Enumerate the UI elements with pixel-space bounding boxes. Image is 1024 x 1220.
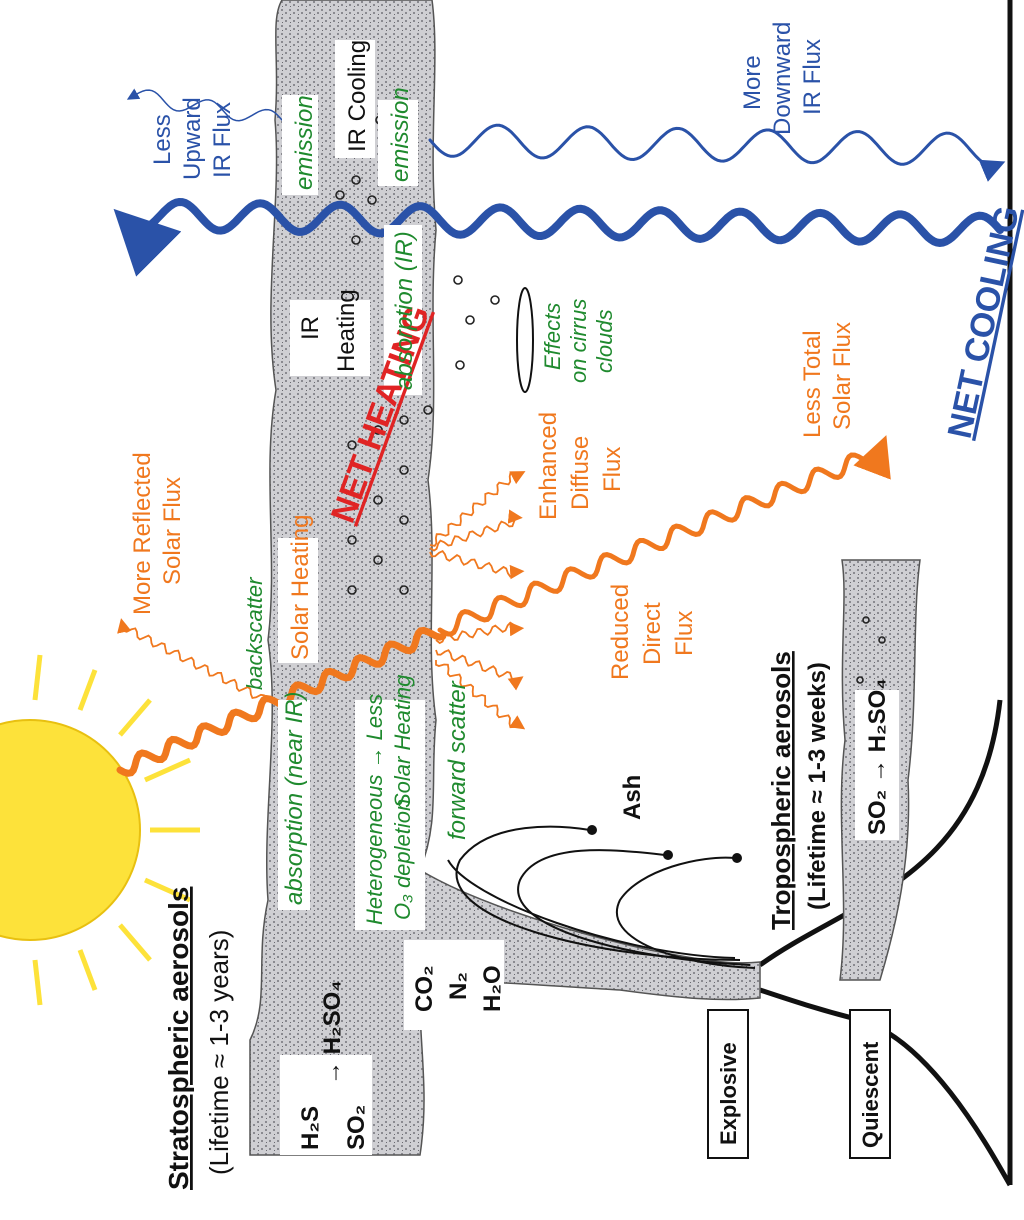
reflected-flux-label-1: More Reflected	[129, 452, 156, 615]
cirrus-label-1: Effects	[540, 303, 565, 370]
backscatter-label: backscatter	[242, 576, 267, 690]
stratospheric-title: Stratospheric aerosols	[163, 887, 194, 1190]
tropospheric-lifetime: (Lifetime ≈ 1-3 weeks)	[804, 662, 831, 910]
emission-label-1: emission	[291, 95, 318, 190]
total-flux-label-2: Solar Flux	[829, 322, 856, 430]
label-backgrounds	[278, 40, 899, 1155]
ir-heating-label-2: Heating	[333, 289, 360, 372]
emission-label-2: emission	[387, 87, 414, 182]
upward-ir-label-1: Less	[149, 114, 176, 165]
explosive-label: Explosive	[716, 1042, 741, 1145]
cirrus-label-3: clouds	[592, 309, 617, 373]
ash-trajectories	[447, 825, 756, 969]
direct-flux-label-2: Direct	[639, 602, 666, 665]
h2so4-label: → H₂SO₄	[319, 980, 346, 1085]
diffuse-flux-label-1: Enhanced	[535, 412, 562, 520]
ash-label: Ash	[619, 775, 646, 820]
o3-depletion-label: O₃ depletion	[390, 799, 415, 920]
tropospheric-title: Tropospheric aerosols	[766, 651, 796, 930]
heterogeneous-label: Heterogeneous → Less	[362, 694, 387, 925]
upward-ir-label-3: IR Flux	[209, 102, 236, 178]
ir-cooling-label: IR Cooling	[344, 40, 371, 152]
direct-flux-label-3: Flux	[671, 611, 698, 656]
h2s-label: H₂S	[297, 1106, 324, 1150]
diffuse-flux-label-2: Diffuse	[567, 436, 594, 510]
ash-particles-icon	[587, 825, 742, 863]
direct-flux-label-1: Reduced	[607, 584, 634, 680]
cirrus-label-2: on cirrus	[566, 299, 591, 383]
quiescent-box	[849, 1009, 891, 1159]
absorption-near-ir-label: absorption (near IR)	[281, 692, 308, 905]
n2-label: N₂	[445, 972, 472, 1000]
cirrus-cloud-icon	[516, 287, 534, 393]
co2-label: CO₂	[411, 965, 438, 1012]
diffuse-flux-label-3: Flux	[599, 447, 626, 492]
downward-ir-label-3: IR Flux	[799, 39, 826, 115]
quiescent-label: Quiescent	[858, 1041, 883, 1148]
reflected-flux-label-2: Solar Flux	[159, 477, 186, 585]
upward-ir-label-2: Upward	[179, 97, 206, 180]
downward-ir-label-1: More	[739, 55, 766, 110]
solar-heating-small-label: Solar Heating	[390, 674, 415, 808]
h2o-label: H₂O	[479, 965, 506, 1012]
ir-heating-label-1: IR	[297, 316, 324, 340]
forward-scatter-label: forward scatter	[444, 680, 471, 840]
infrared-flux-waves	[113, 88, 1006, 277]
sun-icon	[0, 654, 200, 1006]
stratospheric-lifetime: (Lifetime ≈ 1-3 years)	[204, 930, 234, 1175]
solar-heating-label: Solar Heating	[287, 515, 314, 660]
so2-label: SO₂	[343, 1105, 370, 1150]
scattered-solar-rays	[117, 471, 526, 730]
explosive-box	[707, 1009, 749, 1159]
tropospheric-reaction: SO₂ → H₂SO₄	[864, 678, 891, 835]
downward-ir-label-2: Downward	[769, 22, 796, 135]
absorption-ir-label: absorption (IR)	[391, 231, 418, 390]
total-flux-label-1: Less Total	[799, 330, 826, 438]
